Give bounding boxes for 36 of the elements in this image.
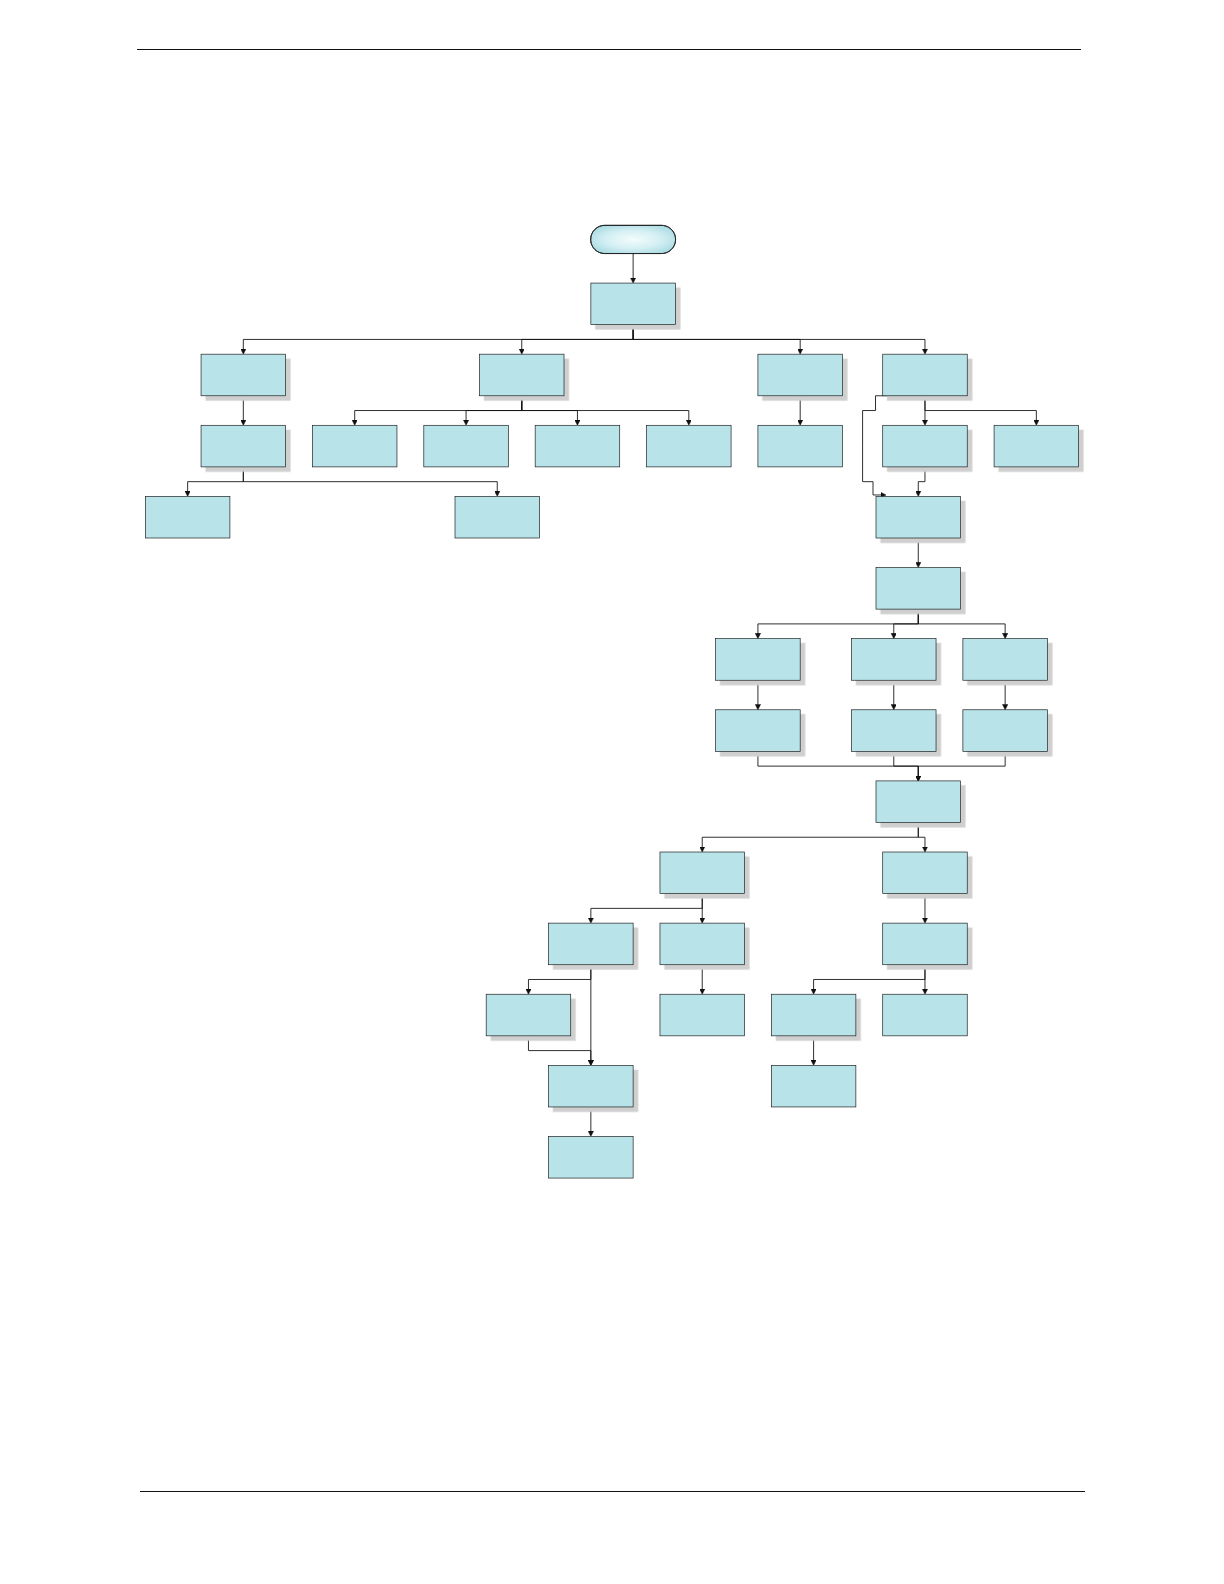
- node-box: [200, 353, 286, 397]
- node-box: [993, 424, 1079, 468]
- node-box: [548, 922, 634, 966]
- node-box: [882, 424, 968, 468]
- node-box: [200, 424, 286, 468]
- node-box: [548, 1065, 634, 1108]
- node-box: [548, 1136, 634, 1179]
- node-box: [485, 993, 572, 1037]
- node-box: [659, 922, 745, 966]
- node-box: [882, 922, 968, 966]
- node-box: [962, 638, 1048, 681]
- node-box: [590, 282, 676, 325]
- node-box: [145, 496, 231, 539]
- node-box: [659, 851, 745, 894]
- node-box: [882, 851, 968, 894]
- node-box: [771, 993, 857, 1037]
- node-box: [757, 353, 843, 397]
- node-box: [851, 709, 937, 752]
- node-box: [646, 424, 732, 468]
- node-box: [715, 638, 801, 681]
- node-box: [851, 638, 937, 681]
- node-box: [715, 709, 801, 752]
- node-box: [534, 424, 621, 468]
- node-box: [454, 496, 540, 539]
- node-box: [962, 709, 1048, 752]
- node-box: [875, 567, 961, 610]
- node-box: [479, 353, 565, 397]
- node-box: [757, 424, 843, 468]
- node-box: [875, 496, 961, 539]
- node-box: [659, 993, 745, 1037]
- node-box: [882, 353, 968, 397]
- node-box: [771, 1065, 857, 1108]
- node-box: [312, 424, 398, 468]
- node-box: [423, 424, 509, 468]
- node-box: [882, 993, 968, 1037]
- node-box: [875, 780, 961, 823]
